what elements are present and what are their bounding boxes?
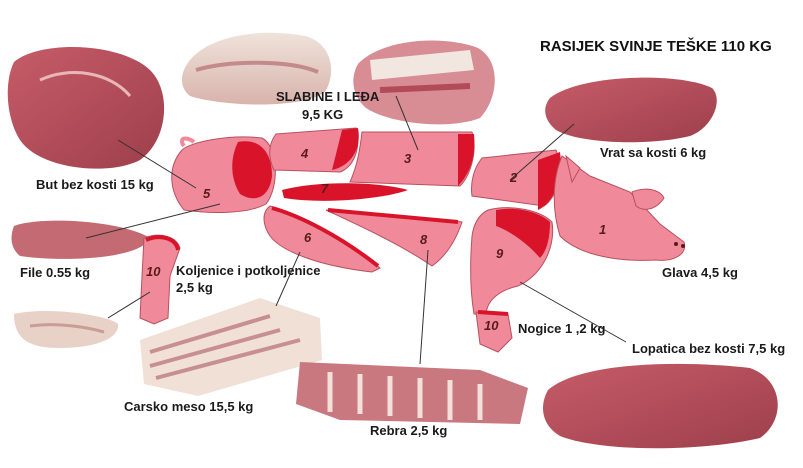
pig-cut-slabine-3 — [350, 132, 474, 186]
cut-number-but: 5 — [203, 186, 211, 201]
label-slabine-line2: 9,5 KG — [302, 106, 343, 123]
cut-number-koljenice: 10 — [146, 264, 161, 279]
rack-photo — [353, 41, 494, 125]
pig-cut-slabine-4 — [270, 128, 359, 172]
tenderloin-photo — [12, 221, 150, 259]
pig-cut-koljenice — [140, 235, 180, 324]
pig-cut-but — [172, 137, 276, 213]
page-title: RASIJEK SVINJE TEŠKE 110 KG — [540, 38, 772, 55]
label-rebra: Rebra 2,5 kg — [370, 422, 447, 439]
cut-number-file: 7 — [321, 181, 329, 196]
pig-cut-glava — [554, 156, 685, 260]
knuckle-photo — [14, 311, 118, 348]
label-carsko: Carsko meso 15,5 kg — [124, 398, 253, 415]
label-lopatica: Lopatica bez kosti 7,5 kg — [632, 340, 785, 357]
cut-number-slabine-3: 3 — [404, 151, 412, 166]
pig-cut-lopatica — [471, 208, 553, 316]
cut-number-slabine-4: 4 — [300, 146, 309, 161]
label-glava: Glava 4,5 kg — [662, 264, 738, 281]
label-koljenice-line2: 2,5 kg — [176, 279, 213, 296]
shoulder-photo — [543, 364, 778, 448]
cut-number-lopatica: 9 — [496, 246, 504, 261]
neck-photo — [545, 78, 717, 143]
cut-number-glava: 1 — [599, 222, 606, 237]
ribs-photo — [296, 362, 528, 424]
pig-cut-file — [282, 183, 408, 201]
label-but: But bez kosti 15 kg — [36, 176, 154, 193]
label-vrat: Vrat sa kosti 6 kg — [600, 144, 706, 161]
cut-number-rebra: 8 — [420, 232, 428, 247]
cut-number-nogice: 10 — [484, 318, 499, 333]
label-file: File 0.55 kg — [20, 264, 90, 281]
ham-photo — [8, 47, 164, 169]
label-koljenice-line1: Koljenice i potkoljenice — [176, 262, 320, 279]
label-slabine-line1: SLABINE I LEĐA — [276, 88, 379, 105]
cut-number-carsko: 6 — [304, 230, 312, 245]
label-nogice: Nogice 1 ,2 kg — [518, 320, 605, 337]
